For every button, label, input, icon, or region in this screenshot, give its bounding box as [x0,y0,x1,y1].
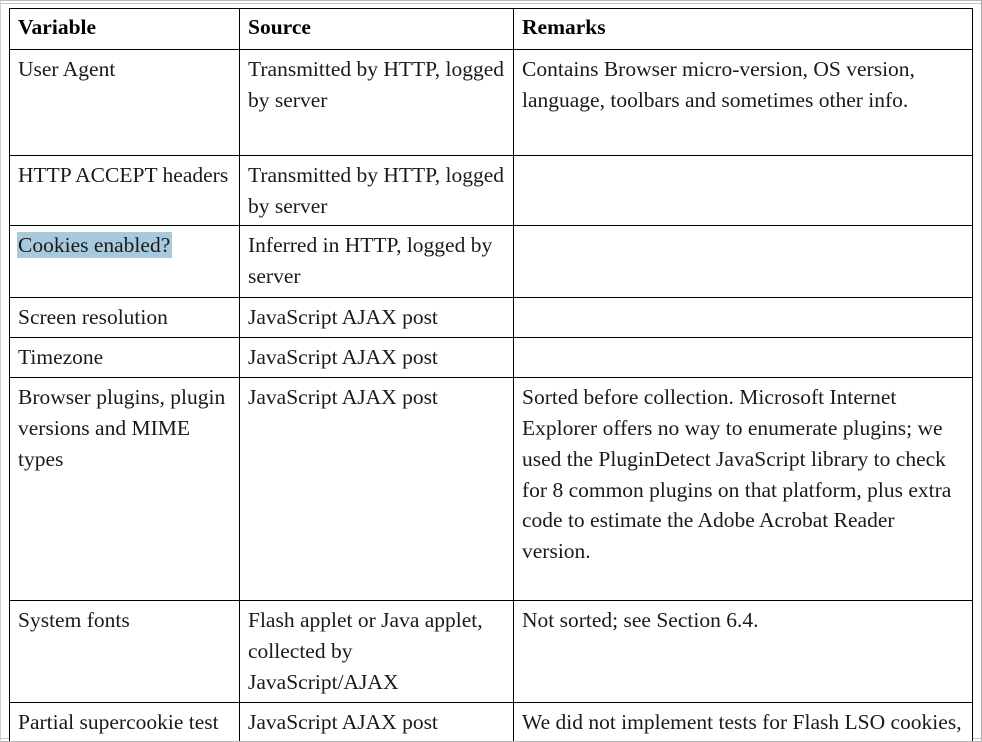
page-crop-edge-top [1,3,981,4]
table-body: User Agent Transmitted by HTTP, logged b… [9,49,973,741]
source-label: JavaScript AJAX post [248,345,438,370]
source-label: JavaScript AJAX post [248,709,438,734]
variable-label: Screen resolution [18,305,168,330]
cell-variable: Screen resolution [9,297,240,339]
cell-variable: HTTP ACCEPT headers [9,154,240,227]
column-header-source: Source [239,8,514,50]
source-label: Inferred in HTTP, logged by server [248,233,493,289]
remarks-label: We did not implement tests for Flash LSO… [522,709,962,741]
table-row: System fonts Flash applet or Java applet… [9,600,973,703]
column-header-remarks: Remarks [513,8,973,50]
cell-remarks: Not sorted; see Section 6.4. [513,600,973,703]
column-header-variable-label: Variable [18,15,97,39]
table-row: Screen resolution JavaScript AJAX post [9,297,973,339]
source-label: Flash applet or Java applet, collected b… [248,608,483,694]
cell-remarks [513,297,973,339]
cell-source: Transmitted by HTTP, logged by server [239,154,514,227]
table-row: Partial supercookie test JavaScript AJAX… [9,701,973,741]
cell-variable: Browser plugins, plugin versions and MIM… [9,377,240,602]
variable-label: User Agent [18,57,116,81]
cell-source: Inferred in HTTP, logged by server [239,225,514,299]
cell-remarks: Contains Browser micro-version, OS versi… [513,49,973,156]
column-header-variable: Variable [9,8,240,50]
remarks-label: Not sorted; see Section 6.4. [522,608,759,633]
cell-remarks: Sorted before collection. Microsoft Inte… [513,377,973,602]
column-header-source-label: Source [248,15,311,39]
source-label: Transmitted by HTTP, logged by server [248,57,505,112]
cell-source: Transmitted by HTTP, logged by server [239,49,514,156]
table-container: Variable Source Remarks User Agent [9,8,973,741]
variable-label: Partial supercookie test [18,709,219,734]
variable-label: System fonts [18,608,130,633]
cell-variable: Partial supercookie test [9,701,240,741]
fingerprint-variables-table: Variable Source Remarks User Agent [9,8,973,741]
cell-source: JavaScript AJAX post [239,701,514,741]
cell-source: JavaScript AJAX post [239,337,514,379]
variable-label-highlighted[interactable]: Cookies enabled? [17,232,173,259]
cell-variable: System fonts [9,600,240,703]
variable-label: Timezone [18,345,104,370]
cell-source: JavaScript AJAX post [239,377,514,602]
source-label: JavaScript AJAX post [248,305,438,330]
table-header-row: Variable Source Remarks [9,8,973,50]
variable-label: HTTP ACCEPT headers [18,163,229,187]
table-row: Browser plugins, plugin versions and MIM… [9,377,973,602]
cell-remarks [513,337,973,379]
cell-remarks [513,154,973,227]
table-row: User Agent Transmitted by HTTP, logged b… [9,49,973,156]
cell-source: Flash applet or Java applet, collected b… [239,600,514,703]
remarks-label: Sorted before collection. Microsoft Inte… [522,385,952,564]
cell-remarks: We did not implement tests for Flash LSO… [513,701,973,741]
source-label: Transmitted by HTTP, logged by server [248,163,505,218]
cell-remarks [513,225,973,299]
table-header: Variable Source Remarks [9,8,973,50]
column-header-remarks-label: Remarks [522,15,606,39]
source-label: JavaScript AJAX post [248,385,438,410]
table-row: Timezone JavaScript AJAX post [9,337,973,379]
table-row: HTTP ACCEPT headers Transmitted by HTTP,… [9,154,973,227]
table-row: Cookies enabled? Inferred in HTTP, logge… [9,225,973,299]
cell-source: JavaScript AJAX post [239,297,514,339]
cell-variable: User Agent [9,49,240,156]
variable-label: Browser plugins, plugin versions and MIM… [18,385,226,471]
cell-variable: Timezone [9,337,240,379]
cell-variable: Cookies enabled? [9,225,240,299]
remarks-label: Contains Browser micro-version, OS versi… [522,57,915,112]
